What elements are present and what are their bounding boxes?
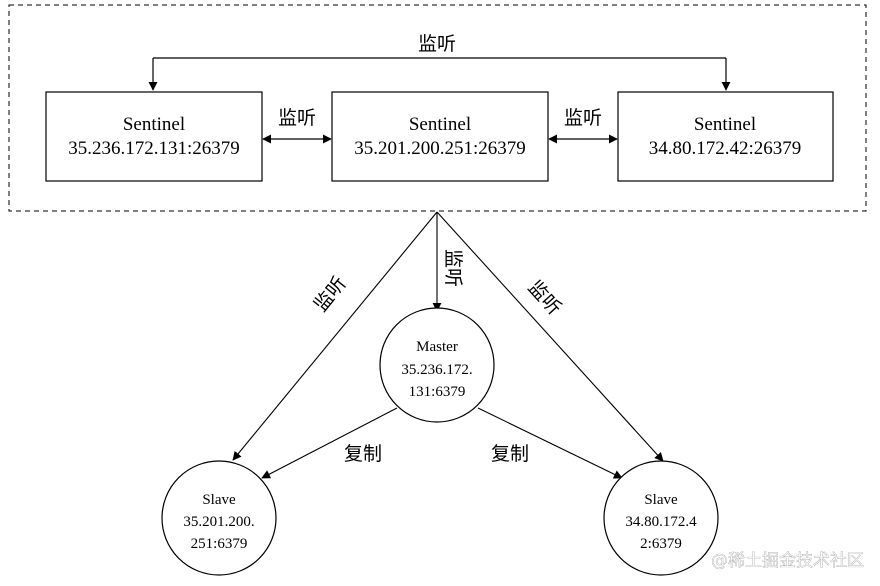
- sentinel-node-2: Sentinel 35.201.200.251:26379: [331, 91, 549, 182]
- slave-2-address-line2: 2:6379: [640, 536, 682, 552]
- sentinel-3-address: 34.80.172.42:26379: [649, 138, 802, 159]
- slave-node-1: Slave 35.201.200. 251:6379: [161, 460, 277, 576]
- sentinel-node-3: Sentinel 34.80.172.42:26379: [617, 91, 834, 182]
- monitor-to-slave-left-arrow: [232, 211, 438, 461]
- monitor-to-master-label: 监听: [442, 249, 464, 287]
- sentinel-1-address: 35.236.172.131:26379: [68, 138, 240, 159]
- master-node: Master 35.236.172. 131:6379: [379, 307, 495, 423]
- watermark: @稀土掘金技术社区: [711, 551, 864, 571]
- monitor-to-slave-right-arrow: [436, 211, 664, 462]
- sentinel-2-title: Sentinel: [409, 114, 471, 135]
- replicate-right-arrow: [477, 407, 623, 479]
- sentinel-2-address: 35.201.200.251:26379: [354, 138, 526, 159]
- master-address-line2: 131:6379: [409, 384, 466, 400]
- master-title: Master: [416, 339, 458, 355]
- master-address-line1: 35.236.172.: [401, 362, 472, 378]
- sentinel-3-title: Sentinel: [694, 114, 756, 135]
- monitor-to-slave-left-label: 监听: [310, 273, 351, 316]
- slave-1-title: Slave: [202, 492, 236, 508]
- slave-node-2: Slave 34.80.172.4 2:6379: [603, 460, 719, 576]
- slave-2-title: Slave: [644, 492, 678, 508]
- replicate-left-arrow: [261, 407, 398, 479]
- sentinel-1-2-label: 监听: [278, 107, 316, 129]
- monitor-to-slave-right-label: 监听: [524, 276, 566, 319]
- sentinel-2-3-label: 监听: [564, 107, 602, 129]
- replicate-right-label: 复制: [491, 443, 529, 465]
- sentinel-node-1: Sentinel 35.236.172.131:26379: [45, 91, 263, 182]
- sentinel-1-title: Sentinel: [123, 114, 185, 135]
- slave-2-address-line1: 34.80.172.4: [625, 514, 697, 530]
- slave-1-address-line1: 35.201.200.: [183, 514, 254, 530]
- top-monitor-connector: [148, 57, 731, 91]
- replicate-left-label: 复制: [344, 443, 382, 465]
- slave-1-address-line2: 251:6379: [191, 536, 248, 552]
- top-monitor-label: 监听: [418, 33, 456, 55]
